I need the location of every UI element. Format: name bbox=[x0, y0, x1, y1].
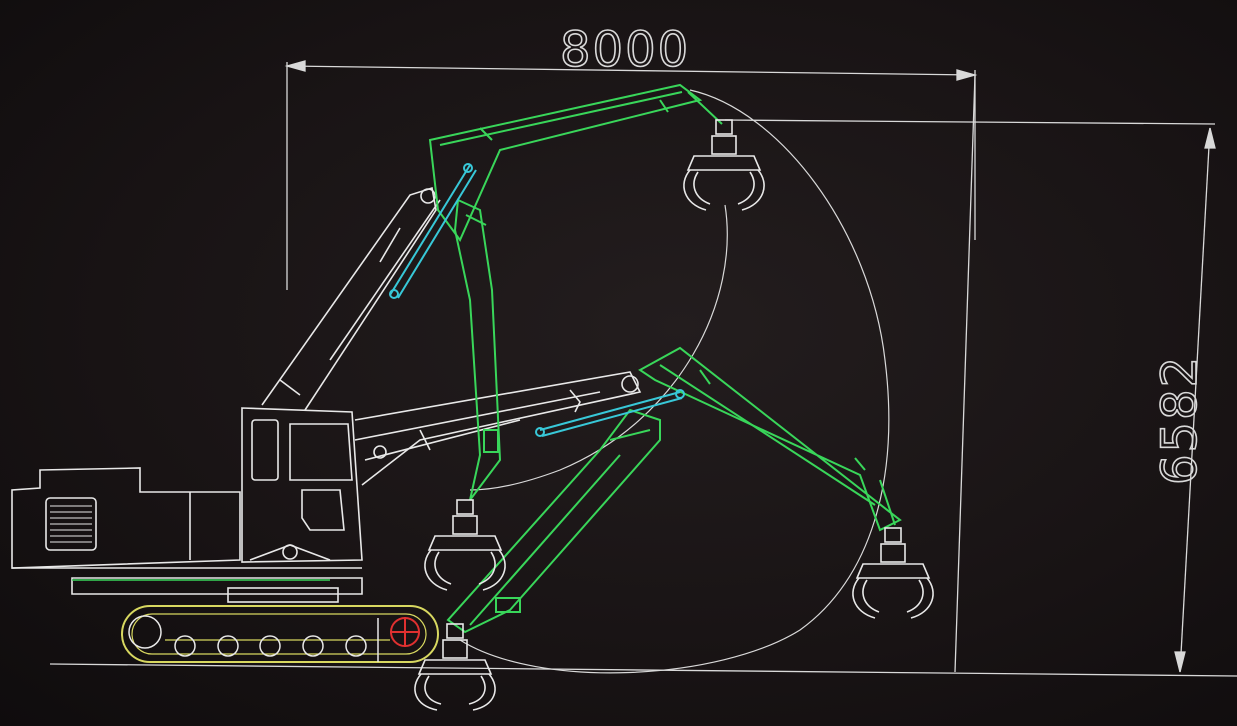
reach-envelope bbox=[459, 89, 890, 674]
hydraulic-cylinders bbox=[389, 163, 685, 437]
horizontal-dimension bbox=[284, 60, 978, 290]
vertical-dimension-label: 6582 bbox=[1152, 355, 1208, 485]
arm-upper-position bbox=[428, 83, 723, 242]
vertical-dimension bbox=[49, 74, 1237, 677]
horizontal-dimension-label: 8000 bbox=[560, 22, 690, 78]
upper-structure bbox=[11, 407, 363, 603]
drive-sprocket bbox=[390, 617, 420, 647]
grapple-top bbox=[683, 119, 765, 211]
grapple-right bbox=[852, 527, 934, 619]
grapple-middle bbox=[424, 499, 506, 591]
arm-hanging bbox=[453, 198, 502, 501]
arm-low-reach bbox=[446, 408, 661, 634]
grapple-bottom bbox=[414, 623, 496, 711]
arm-extended bbox=[638, 346, 902, 532]
track-rollers bbox=[128, 615, 367, 657]
boom-raised bbox=[261, 186, 441, 411]
